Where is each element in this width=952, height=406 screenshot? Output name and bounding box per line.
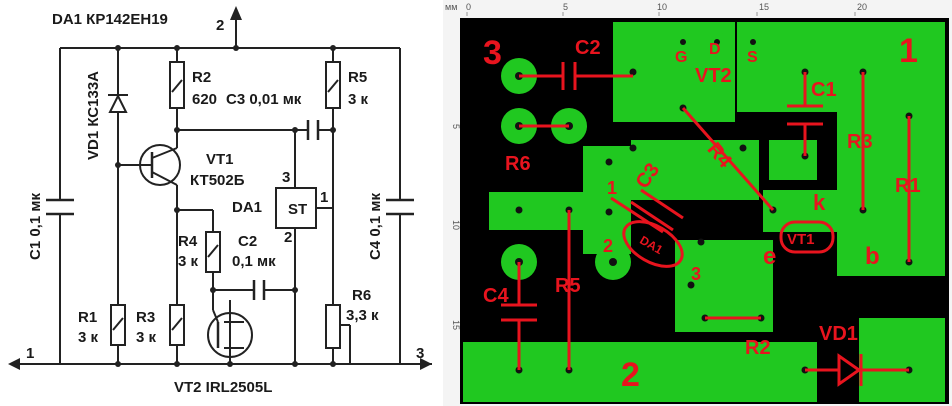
da1-body: ST bbox=[288, 201, 307, 218]
pcb-r2: R2 bbox=[745, 337, 771, 359]
ruler-vtick-15: 15 bbox=[451, 320, 461, 330]
pcb-node-3: 3 bbox=[483, 34, 502, 72]
vt1-name: VT1 bbox=[206, 151, 234, 168]
pcb-r1: R1 bbox=[895, 175, 921, 197]
pcb-layout: мм 0 5 10 15 20 5 10 15 bbox=[443, 0, 952, 406]
r3-value: 3 к bbox=[136, 329, 157, 346]
schematic-diagram: DA1 КР142ЕН19 2 1 3 VD1 КС133А С1 0,1 мк… bbox=[0, 0, 440, 406]
r3-name: R3 bbox=[136, 309, 155, 326]
pcb-g: G bbox=[675, 49, 687, 66]
r6-value: 3,3 к bbox=[346, 307, 379, 324]
pcb-b: b bbox=[865, 243, 880, 270]
ruler-unit: мм bbox=[445, 2, 457, 12]
r5-value: 3 к bbox=[348, 91, 369, 108]
ruler-vtick-10: 10 bbox=[451, 220, 461, 230]
r4-value: 3 к bbox=[178, 253, 199, 270]
pcb-vt2: VT2 bbox=[695, 65, 732, 87]
pcb-node-2: 2 bbox=[621, 356, 640, 394]
r2-value: 620 bbox=[192, 91, 217, 108]
da1-pin3: 3 bbox=[282, 169, 290, 186]
da1-pin2: 2 bbox=[284, 229, 292, 246]
regulator-label: DA1 КР142ЕН19 bbox=[52, 11, 168, 28]
c3-label: С3 0,01 мк bbox=[226, 91, 302, 108]
ruler-tick-10: 10 bbox=[657, 2, 667, 12]
r1-value: 3 к bbox=[78, 329, 99, 346]
c2-value: 0,1 мк bbox=[232, 253, 276, 270]
pcb-vt1: VT1 bbox=[787, 231, 815, 248]
ruler-tick-5: 5 bbox=[563, 2, 568, 12]
vt2-label: VT2 IRL2505L bbox=[174, 379, 272, 396]
node-2-label: 2 bbox=[216, 17, 224, 34]
pcb-e: e bbox=[763, 243, 776, 270]
r1-name: R1 bbox=[78, 309, 97, 326]
pcb-c1: C1 bbox=[811, 79, 837, 101]
r2-name: R2 bbox=[192, 69, 211, 86]
c4-label: С4 0,1 мк bbox=[367, 193, 384, 260]
pcb-vd1: VD1 bbox=[819, 323, 858, 345]
vt1-type: КТ502Б bbox=[190, 172, 245, 189]
pcb-pin3: 3 bbox=[691, 264, 701, 284]
r6-name: R6 bbox=[352, 287, 371, 304]
da1-pin1: 1 bbox=[320, 189, 328, 206]
pcb-s: S bbox=[747, 49, 758, 66]
vd1-label: VD1 КС133А bbox=[85, 71, 102, 160]
c1-label: С1 0,1 мк bbox=[27, 193, 44, 260]
da1-name: DA1 bbox=[232, 199, 262, 216]
pcb-node-1: 1 bbox=[899, 32, 918, 70]
pcb-k: k bbox=[813, 190, 826, 215]
node-1-label: 1 bbox=[26, 345, 34, 362]
pcb-pin1: 1 bbox=[607, 178, 617, 198]
ruler-tick-0: 0 bbox=[466, 2, 471, 12]
pcb-r3: R3 bbox=[847, 131, 873, 153]
ruler-tick-20: 20 bbox=[857, 2, 867, 12]
pcb-pin2: 2 bbox=[603, 236, 613, 256]
pcb-r5: R5 bbox=[555, 275, 581, 297]
pcb-d: D bbox=[709, 41, 721, 58]
pcb-c4: C4 bbox=[483, 285, 509, 307]
ruler-tick-15: 15 bbox=[759, 2, 769, 12]
pcb-r6: R6 bbox=[505, 153, 531, 175]
pcb-c2: C2 bbox=[575, 37, 601, 59]
r4-name: R4 bbox=[178, 233, 198, 250]
c2-name: С2 bbox=[238, 233, 257, 250]
node-3-label: 3 bbox=[416, 345, 424, 362]
r5-name: R5 bbox=[348, 69, 367, 86]
ruler-vtick-5: 5 bbox=[451, 124, 461, 129]
